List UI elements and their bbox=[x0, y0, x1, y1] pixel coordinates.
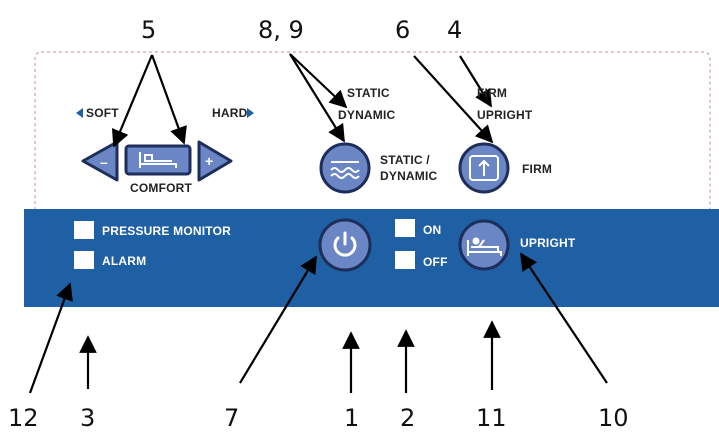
callout-1: 1 bbox=[344, 404, 360, 432]
upright-label: UPRIGHT bbox=[520, 236, 576, 250]
plus-symbol: + bbox=[205, 153, 214, 169]
wave-icon bbox=[330, 161, 360, 179]
arrow-4 bbox=[459, 55, 492, 108]
arrow-89-a bbox=[289, 53, 348, 109]
arrow-89-b bbox=[289, 53, 345, 143]
static-dynamic-button[interactable] bbox=[319, 142, 371, 194]
hard-label: HARD bbox=[212, 106, 248, 120]
off-indicator bbox=[395, 251, 415, 269]
on-label: ON bbox=[423, 223, 442, 237]
soft-label: SOFT bbox=[86, 106, 119, 120]
arrow-12 bbox=[28, 282, 73, 394]
pressure-monitor-indicator bbox=[74, 221, 94, 239]
callout-7: 7 bbox=[224, 404, 240, 432]
callout-6: 6 bbox=[395, 16, 411, 44]
bed-icon bbox=[139, 152, 177, 168]
static-top-label: STATIC bbox=[347, 86, 390, 100]
power-icon bbox=[333, 231, 357, 257]
alarm-indicator bbox=[74, 251, 94, 269]
callout-4: 4 bbox=[447, 16, 463, 44]
upright-bed-icon bbox=[467, 237, 502, 256]
firm-top-label: FIRM bbox=[477, 86, 508, 100]
arrow-5-right bbox=[150, 54, 187, 145]
right-triangle-icon bbox=[247, 108, 254, 118]
firm-icon bbox=[469, 155, 499, 181]
firm-label: FIRM bbox=[522, 162, 553, 176]
callout-12: 12 bbox=[8, 404, 39, 432]
static-dynamic-label-2: DYNAMIC bbox=[380, 169, 438, 183]
arrow-5-left bbox=[111, 54, 154, 148]
callout-10: 10 bbox=[598, 404, 629, 432]
arrow-7 bbox=[239, 255, 317, 384]
comfort-label: COMFORT bbox=[130, 181, 193, 195]
panel-outline bbox=[34, 51, 711, 298]
leader-arrows bbox=[28, 53, 608, 394]
minus-symbol: – bbox=[100, 154, 108, 170]
callout-5: 5 bbox=[141, 16, 157, 44]
on-indicator bbox=[395, 219, 415, 237]
arrow-6 bbox=[413, 55, 494, 144]
pressure-monitor-label: PRESSURE MONITOR bbox=[102, 224, 231, 238]
off-label: OFF bbox=[423, 255, 448, 269]
alarm-label: ALARM bbox=[102, 254, 147, 268]
callout-2: 2 bbox=[400, 404, 416, 432]
upright-top-label: UPRIGHT bbox=[477, 108, 533, 122]
soft-button[interactable] bbox=[81, 140, 119, 182]
left-triangle-icon bbox=[76, 108, 83, 118]
callout-8-9: 8, 9 bbox=[258, 16, 304, 44]
arrow-10 bbox=[520, 252, 608, 384]
dynamic-top-label: DYNAMIC bbox=[338, 108, 396, 122]
callout-3: 3 bbox=[80, 404, 96, 432]
callout-11: 11 bbox=[476, 404, 507, 432]
hard-button[interactable] bbox=[197, 140, 233, 182]
blue-band bbox=[24, 209, 719, 307]
static-dynamic-label-1: STATIC / bbox=[380, 153, 430, 167]
upright-button[interactable] bbox=[458, 219, 510, 271]
